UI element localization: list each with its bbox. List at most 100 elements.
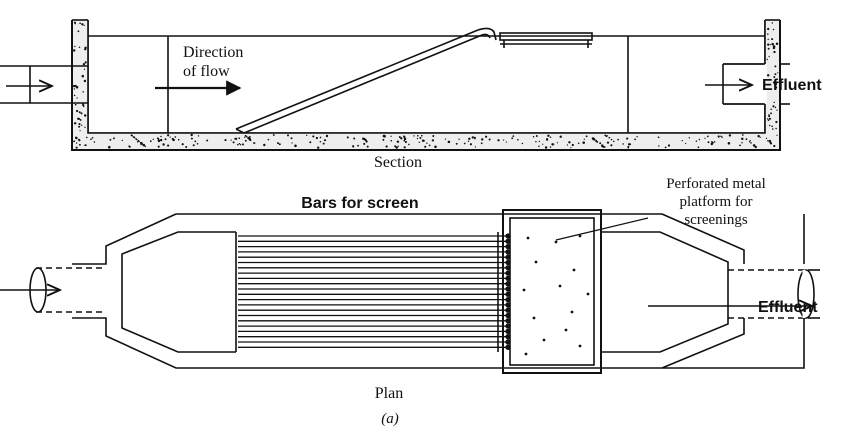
stipple-dot [286, 134, 290, 137]
stipple-dot [353, 137, 356, 140]
stipple-dot [432, 134, 435, 138]
stipple-dot [767, 119, 770, 121]
stipple-dot [232, 141, 235, 144]
stipple-dot [775, 42, 779, 45]
stipple-dot [81, 23, 84, 26]
stipple-dot [469, 143, 472, 146]
stipple-dot [777, 72, 779, 74]
stipple-dot [684, 142, 687, 145]
stipple-dot [267, 138, 270, 141]
stipple-dot [224, 139, 227, 142]
stipple-dot [160, 135, 162, 138]
stipple-dot [73, 49, 76, 52]
perforation-dot [522, 288, 526, 292]
stipple-dot [559, 135, 562, 138]
section-view [0, 19, 790, 151]
stipple-dot [79, 130, 81, 132]
stipple-dot [759, 136, 761, 138]
stipple-dot [727, 142, 731, 145]
stipple-dot [418, 141, 420, 143]
perforation-dot [558, 284, 562, 288]
stipple-dot [773, 101, 775, 104]
stipple-dot [157, 138, 160, 140]
stipple-dot [78, 111, 81, 114]
stipple-dot [390, 139, 393, 142]
platform-perforations [522, 234, 590, 356]
stipple-dot [398, 136, 401, 138]
plan-view [0, 209, 820, 374]
stipple-dot [162, 143, 165, 146]
stipple-dot [771, 38, 774, 41]
effluent-label-bottom: Effluent [758, 299, 818, 316]
stipple-dot [82, 62, 86, 66]
stipple-dot [234, 138, 236, 140]
stipple-dot [604, 134, 607, 137]
stipple-dot [84, 144, 87, 147]
stipple-dot [403, 135, 406, 138]
stipple-dot [352, 145, 355, 148]
stipple-dot [474, 146, 477, 148]
figure-tag: (a) [381, 411, 399, 427]
stipple-dot [403, 137, 407, 141]
stipple-dot [772, 105, 775, 108]
direction-label-line2: of flow [183, 63, 230, 80]
perforation-dot [572, 268, 576, 272]
stipple-dot [771, 42, 774, 46]
perforation-dot [542, 338, 546, 342]
stipple-dot [230, 139, 232, 141]
concrete-stipple [72, 21, 779, 149]
stipple-dot [136, 138, 138, 141]
stipple-dot [592, 138, 596, 141]
stipple-dot [617, 138, 619, 141]
stipple-dot [480, 142, 483, 145]
stipple-dot [309, 141, 312, 144]
stipple-dot [382, 134, 386, 138]
stipple-dot [79, 22, 81, 25]
stipple-dot [627, 143, 631, 146]
stipple-dot [720, 135, 722, 138]
stipple-dot [502, 139, 505, 141]
stipple-dot [766, 74, 770, 77]
stipple-dot [171, 137, 174, 140]
stipple-dot [768, 115, 771, 118]
stipple-dot [599, 142, 602, 145]
stipple-dot [422, 139, 425, 142]
stipple-dot [602, 145, 605, 148]
stipple-dot [78, 139, 81, 142]
stipple-dot [745, 138, 748, 141]
stipple-dot [627, 147, 629, 149]
stipple-dot [768, 139, 772, 143]
stipple-dot [766, 58, 768, 61]
stipple-dot [455, 142, 458, 145]
stipple-dot [512, 135, 515, 137]
stipple-dot [463, 142, 466, 145]
perforated-label-line3: screenings [684, 212, 747, 228]
stipple-dot [770, 108, 772, 111]
stipple-dot [403, 146, 406, 149]
stipple-dot [254, 142, 256, 144]
stipple-dot [357, 144, 359, 147]
stipple-dot [196, 142, 199, 145]
stipple-dot [741, 137, 744, 141]
stipple-dot [608, 136, 611, 139]
stipple-dot [74, 103, 77, 106]
stipple-dot [166, 134, 170, 137]
stipple-dot [728, 134, 732, 137]
stipple-dot [606, 141, 610, 144]
stipple-dot [144, 145, 147, 148]
stipple-dot [488, 138, 491, 141]
stipple-dot [248, 135, 251, 138]
stipple-dot [72, 84, 76, 88]
stipple-dot [431, 139, 435, 142]
stipple-dot [772, 128, 774, 130]
stipple-dot [664, 146, 667, 149]
stipple-dot [317, 146, 320, 149]
plan-inlet-pipe [0, 267, 106, 313]
stipple-dot [396, 140, 400, 143]
stipple-dot [192, 144, 195, 147]
stipple-dot [741, 142, 743, 144]
stipple-dot [129, 146, 131, 148]
effluent-label-top: Effluent [762, 77, 822, 94]
stipple-dot [73, 122, 77, 125]
stipple-dot [775, 127, 777, 130]
